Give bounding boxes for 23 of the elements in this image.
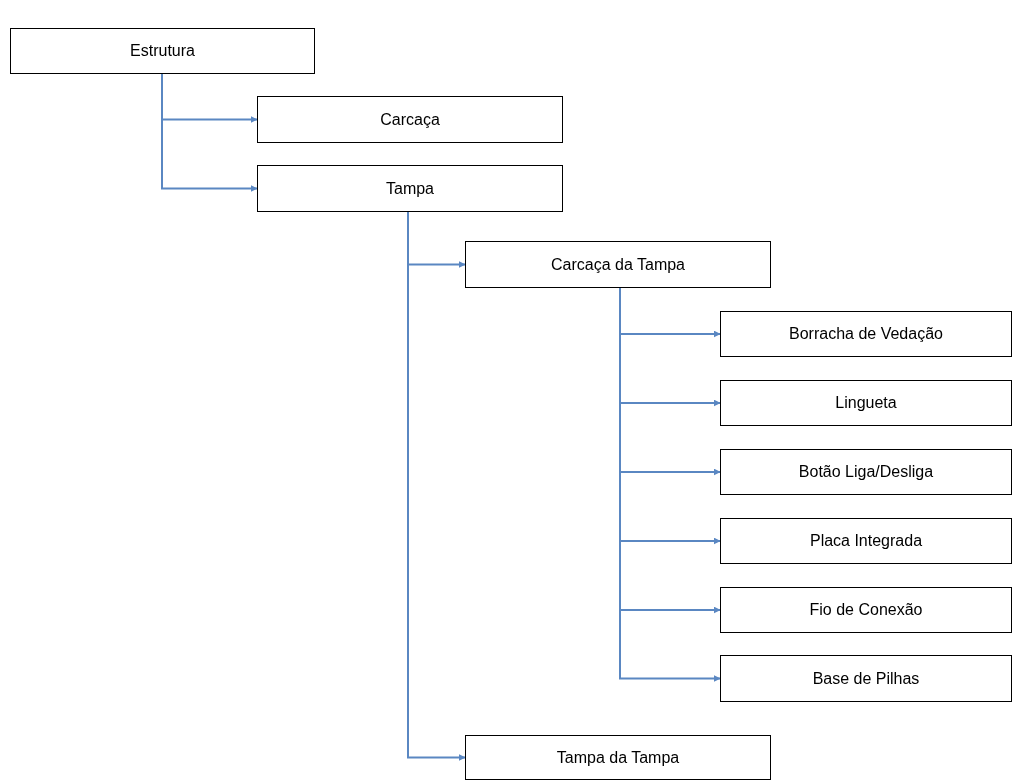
node-label: Lingueta — [835, 394, 897, 412]
process-box — [720, 518, 1012, 564]
node-label: Tampa — [386, 179, 434, 198]
process-box — [465, 241, 771, 288]
process-box — [720, 449, 1012, 495]
process-box — [10, 28, 315, 74]
node-label: Botão Liga/Desliga — [798, 463, 934, 481]
node-label: Estrutura — [130, 42, 195, 60]
process-box — [720, 380, 1012, 426]
process-box — [720, 587, 1012, 633]
node-label: Base de Pilhas — [812, 669, 920, 688]
arrow — [161, 73, 258, 192]
process-box — [257, 96, 563, 143]
node-label: Tampa da Tampa — [556, 748, 680, 767]
node-label: Borracha de Vedação — [789, 325, 943, 343]
node-label: Placa Integrada — [809, 532, 923, 550]
node-label: Fio de Conexão — [809, 601, 923, 619]
process-box — [720, 655, 1012, 702]
process-box — [257, 165, 563, 212]
process-box — [720, 311, 1012, 357]
node-label: Carcaça — [380, 110, 440, 129]
process-box — [465, 735, 771, 780]
node-label: Carcaça da Tampa — [551, 255, 685, 274]
